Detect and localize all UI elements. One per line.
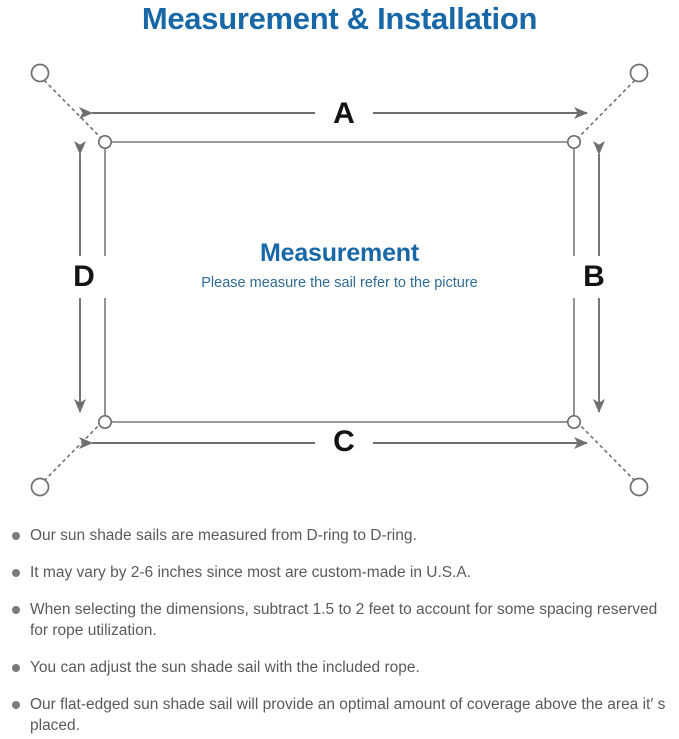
rope-line-bottom-right: [574, 419, 640, 486]
note-text: Our sun shade sails are measured from D-…: [30, 527, 417, 544]
note-text: When selecting the dimensions, subtract …: [30, 601, 658, 639]
bullet-icon: [12, 606, 20, 614]
list-item: Our sun shade sails are measured from D-…: [0, 525, 679, 546]
center-subtitle: Please measure the sail refer to the pic…: [201, 275, 478, 291]
d-ring-bottom-right-icon: [566, 414, 582, 430]
bullet-icon: [12, 701, 20, 709]
notes-list: Our sun shade sails are measured from D-…: [0, 525, 679, 736]
anchor-points-group: [30, 63, 649, 497]
diagram-svg: [30, 63, 649, 497]
rope-line-bottom-left: [39, 419, 105, 486]
list-item: When selecting the dimensions, subtract …: [0, 599, 679, 641]
dimension-label-d: D: [62, 256, 106, 298]
note-text: It may vary by 2-6 inches since most are…: [30, 564, 472, 581]
sail-center-caption: Measurement Please measure the sail refe…: [0, 238, 679, 293]
d-ring-top-right-icon: [566, 134, 582, 150]
anchor-point-bottom-left-icon: [30, 477, 50, 497]
list-item: It may vary by 2-6 inches since most are…: [0, 562, 679, 583]
rope-line-top-left: [39, 75, 105, 142]
anchor-point-top-right-icon: [629, 63, 649, 83]
center-title: Measurement: [260, 239, 419, 267]
dimension-label-c: C: [315, 425, 373, 459]
bullet-icon: [12, 664, 20, 672]
dimension-label-b: B: [572, 256, 616, 298]
d-rings-group: [97, 134, 582, 430]
rope-lines-group: [39, 75, 640, 486]
d-ring-top-left-icon: [97, 134, 113, 150]
list-item: You can adjust the sun shade sail with t…: [0, 657, 679, 678]
anchor-point-bottom-right-icon: [629, 477, 649, 497]
sail-measurement-diagram: A B C D Measurement Please measure the s…: [0, 44, 679, 514]
rope-line-top-right: [574, 75, 640, 142]
d-ring-bottom-left-icon: [97, 414, 113, 430]
note-text: Our flat-edged sun shade sail will provi…: [30, 696, 666, 734]
bullet-icon: [12, 569, 20, 577]
page-title: Measurement & Installation: [141, 1, 538, 36]
note-text: You can adjust the sun shade sail with t…: [30, 659, 420, 676]
anchor-point-top-left-icon: [30, 63, 50, 83]
bullet-icon: [12, 532, 20, 540]
dimension-label-a: A: [315, 97, 373, 131]
list-item: Our flat-edged sun shade sail will provi…: [0, 694, 679, 736]
